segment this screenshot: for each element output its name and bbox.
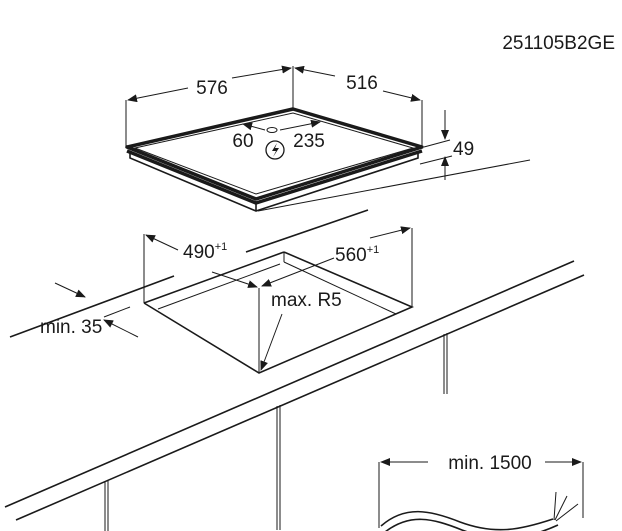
corner-radius-label: max. R5 [271, 290, 342, 311]
cutout-outline [143, 251, 415, 374]
cutout-width-label: 560+1 [335, 244, 379, 266]
hob-drawing [125, 107, 424, 212]
hob-width-label: 576 [196, 78, 228, 99]
cutout-depth-label: 490+1 [183, 241, 227, 263]
drawing-code: 251105B2GE [502, 33, 615, 54]
lightning-icon [265, 140, 285, 160]
cutout-dimensions: 490+1 560+1 max. R5 min. 35 [40, 226, 413, 373]
cable-length-label: min. 1500 [448, 453, 531, 474]
power-cable: min. 1500 [378, 453, 584, 531]
hob-dimensions: 576 516 49 60 235 [125, 65, 531, 212]
countertop [4, 209, 585, 531]
connection-offset-label: 60 [232, 131, 253, 152]
cabinet-side [104, 333, 448, 531]
hob-height-label: 49 [453, 139, 474, 160]
hob-depth-label: 516 [346, 73, 378, 94]
connection-depth-label: 235 [293, 131, 325, 152]
front-distance-label: min. 35 [40, 317, 102, 338]
